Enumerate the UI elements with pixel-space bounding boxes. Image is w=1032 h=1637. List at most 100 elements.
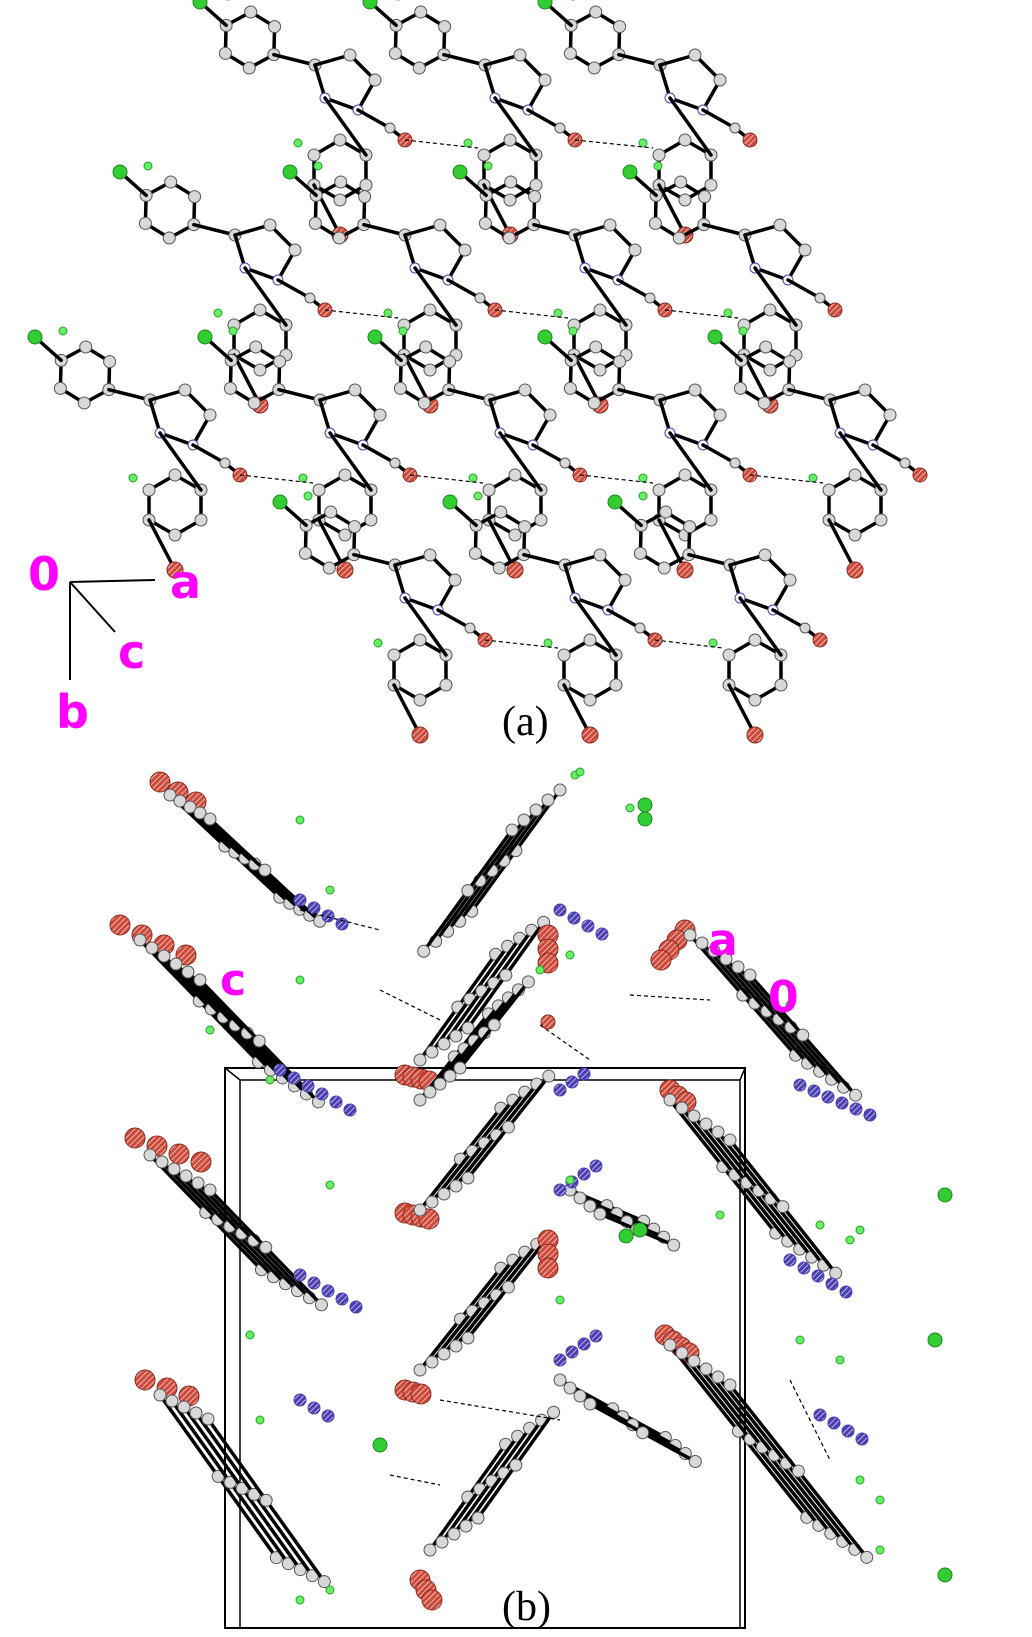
bond [702, 222, 747, 237]
atom-C [743, 968, 757, 982]
atom-H [483, 161, 493, 171]
atom-C [247, 396, 261, 410]
molecule-layer-b [109, 767, 953, 1611]
atom-C [168, 528, 182, 542]
atom-C [534, 513, 548, 527]
atom-C [672, 231, 686, 245]
atom-C [423, 548, 437, 562]
atom-C [384, 122, 396, 134]
atom-N [783, 1253, 797, 1267]
atom-C [359, 178, 373, 192]
atom-C [203, 408, 217, 422]
bond [573, 596, 618, 657]
atom-N [321, 1284, 335, 1298]
bond [616, 278, 652, 300]
atom-O [827, 302, 843, 318]
bond [148, 398, 162, 435]
atom-C [508, 468, 522, 482]
atom-C [438, 20, 452, 34]
atom-O [537, 1257, 559, 1279]
atom-C [343, 48, 357, 62]
atom-C [435, 1535, 449, 1549]
atom-N [553, 1183, 567, 1197]
atom-N [343, 1103, 357, 1117]
atom-H [638, 491, 648, 501]
atom-C [529, 803, 543, 817]
atom-C [348, 520, 362, 534]
atom-N [553, 903, 567, 917]
atom-C [487, 1018, 501, 1032]
atom-H [708, 638, 718, 648]
hydrogen-bond [789, 1379, 831, 1461]
atom-C [678, 133, 692, 147]
atom-C [413, 1203, 427, 1217]
atom-C [883, 408, 897, 422]
atom-N [825, 1277, 839, 1291]
atom-O [540, 1014, 556, 1030]
atom-C [143, 1148, 157, 1162]
atom-C [253, 363, 267, 377]
bond [786, 278, 822, 300]
atom-O [190, 1151, 212, 1173]
atom-C [164, 175, 178, 189]
molecule-layer-a [27, 0, 928, 744]
atom-O [336, 561, 354, 579]
atom-C [729, 457, 741, 469]
bond [531, 443, 567, 465]
atom-C [521, 975, 535, 989]
atom-C [449, 1339, 463, 1353]
atom-C [414, 5, 428, 19]
atom-C [298, 546, 312, 560]
atom-C [699, 1117, 713, 1131]
atom-O [812, 632, 828, 648]
atom-N [807, 1084, 821, 1098]
atom-C [168, 468, 182, 482]
atom-C [538, 73, 552, 87]
bond [617, 52, 662, 67]
atom-N [553, 1083, 567, 1097]
atom-C [587, 61, 601, 75]
bond [413, 266, 458, 327]
atom-C [783, 355, 797, 369]
atom-H [543, 638, 553, 648]
atom-C [188, 190, 202, 204]
atom-H [715, 1210, 725, 1220]
atom-C [338, 528, 352, 542]
atom-N [595, 927, 609, 941]
bond [687, 552, 732, 567]
atom-O [149, 771, 171, 793]
atom-C [704, 178, 718, 192]
atom-C [636, 1426, 650, 1440]
bond [728, 563, 742, 600]
bond [606, 608, 642, 630]
bond [738, 596, 775, 612]
hydrogen-bond [579, 474, 654, 484]
atom-C [413, 693, 427, 707]
atom-C [223, 381, 237, 395]
atom-O [168, 1143, 190, 1165]
atom-H [143, 161, 153, 171]
bond [403, 596, 448, 657]
bond [328, 431, 373, 492]
atom-C [203, 1183, 217, 1197]
atom-C [201, 1412, 215, 1426]
atom-N [827, 1416, 841, 1430]
atom-C [358, 190, 372, 204]
atom-C [748, 693, 762, 707]
atom-C [448, 573, 462, 587]
panel-a-caption: (a) [502, 699, 549, 745]
hydrogen-bond [494, 309, 569, 319]
atom-C [419, 340, 433, 354]
atom-C [563, 46, 577, 60]
atom-C [829, 1266, 843, 1280]
atom-N [301, 1079, 315, 1093]
axis-origin-label-b: 0 [768, 972, 799, 1023]
atom-C [443, 355, 457, 369]
atom-C [77, 396, 91, 410]
atom-H [808, 473, 818, 483]
bond [562, 683, 592, 737]
atom-N [293, 893, 307, 907]
bond [838, 431, 875, 447]
atom-C [748, 633, 762, 647]
atom-Cl [452, 164, 468, 180]
